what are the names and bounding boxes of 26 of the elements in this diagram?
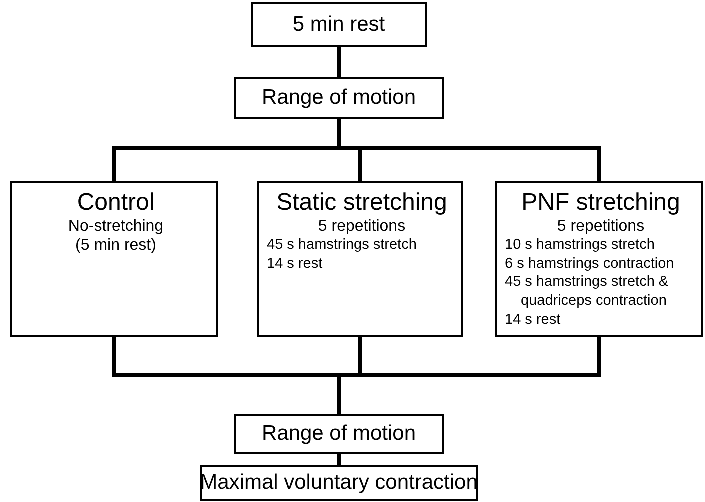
- step-box: [251, 2, 427, 47]
- connector-line: [337, 47, 341, 77]
- step-label: Maximal voluntary contraction: [200, 471, 478, 495]
- group-box: [495, 181, 703, 337]
- step-box: [234, 414, 444, 454]
- step-label: Range of motion: [262, 86, 416, 110]
- protocol-step: 14 s rest: [267, 254, 457, 274]
- group-box: [10, 181, 218, 337]
- group-title: Control: [76, 189, 156, 217]
- protocol-step: 14 s rest: [505, 311, 697, 330]
- group-box: [257, 181, 463, 337]
- step-box: [200, 465, 478, 501]
- group-subtitle: 5 repetitions: [318, 216, 406, 236]
- group-title: Static stretching: [276, 189, 448, 217]
- protocol-step: 6 s hamstrings contraction: [505, 254, 697, 274]
- step-label: Range of motion: [262, 422, 416, 446]
- step-box: [234, 77, 444, 119]
- protocol-step: 45 s hamstrings stretch: [267, 236, 457, 255]
- group-subtitle: No-stretching (5 min rest): [67, 216, 165, 255]
- step-label: 5 min rest: [292, 12, 386, 36]
- connector-line: [337, 337, 601, 414]
- group-subtitle: 5 repetitions: [557, 216, 645, 236]
- protocol-step: 45 s hamstrings stretch & quadriceps contraction: [505, 273, 697, 312]
- protocol-step: 10 s hamstrings stretch: [505, 236, 697, 255]
- connector-line: [337, 454, 341, 465]
- group-title: PNF stretching: [520, 189, 682, 217]
